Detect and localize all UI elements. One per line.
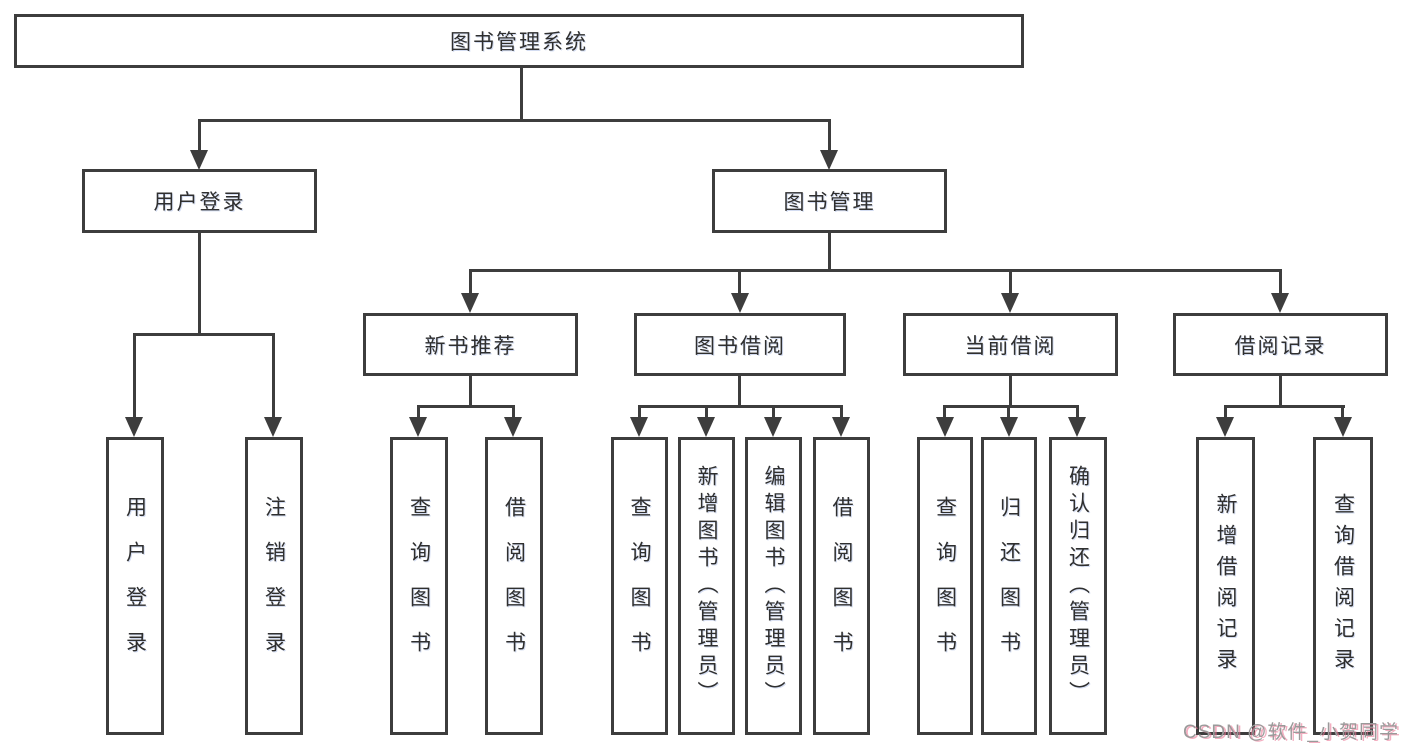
arrowhead-down-icon [1001, 293, 1019, 313]
node-borrow-records: 借阅记录 [1173, 313, 1388, 376]
arrowhead-down-icon [125, 417, 143, 437]
arrowhead-down-icon [264, 417, 282, 437]
arrowhead-down-icon [820, 150, 838, 170]
connector-stub [638, 405, 641, 419]
connector-stub [1224, 405, 1227, 419]
leaf-edit-books-admin: 编辑图书（管理员） [745, 437, 802, 735]
leaf-label: 注销登录 [262, 496, 286, 676]
node-user-login: 用户登录 [82, 169, 317, 233]
connector-stub [133, 333, 136, 419]
node-label: 新书推荐 [424, 334, 517, 358]
arrowhead-down-icon [190, 150, 208, 170]
connector-recommend-stem [469, 374, 472, 407]
connector-bookmgmt-stem [828, 231, 831, 271]
leaf-return-books: 归还图书 [981, 437, 1037, 735]
leaf-label: 用户登录 [123, 496, 147, 676]
arrowhead-down-icon [731, 293, 749, 313]
csdn-watermark: CSDN @软件_小贺同学 [1183, 722, 1399, 743]
node-label: 借阅记录 [1234, 334, 1327, 358]
node-label: 图书借阅 [694, 334, 786, 358]
leaf-add-books-admin: 新增图书（管理员） [678, 437, 735, 735]
connector-stub [417, 405, 420, 419]
leaf-label: 借阅图书 [502, 496, 526, 676]
arrowhead-down-icon [1068, 417, 1086, 437]
connector-records-stem [1279, 374, 1282, 407]
arrowhead-down-icon [1216, 417, 1234, 437]
leaf-label: 查询图书 [407, 496, 431, 676]
leaf-query-borrow-record: 查询借阅记录 [1313, 437, 1373, 735]
connector-stub [512, 405, 515, 419]
leaf-label: 编辑图书（管理员） [762, 464, 785, 708]
arrowhead-down-icon [409, 417, 427, 437]
connector-stub [1279, 269, 1282, 295]
connector-root-stem [520, 66, 523, 121]
arrowhead-down-icon [630, 417, 648, 437]
node-root-library-system: 图书管理系统 [14, 14, 1024, 68]
leaf-label: 借阅图书 [830, 496, 853, 676]
leaf-confirm-return-admin: 确认归还（管理员） [1049, 437, 1107, 735]
arrowhead-down-icon [697, 417, 715, 437]
connector-stub [828, 119, 831, 151]
connector-bookmgmt-hbar [469, 269, 1282, 272]
node-label: 用户登录 [153, 191, 246, 214]
leaf-query-books-current: 查询图书 [917, 437, 973, 735]
leaf-label: 归还图书 [997, 496, 1021, 676]
connector-stub [272, 333, 275, 419]
leaf-query-books-recommend: 查询图书 [390, 437, 448, 735]
leaf-query-books-borrow: 查询图书 [611, 437, 668, 735]
connector-records-hbar [1224, 405, 1345, 408]
leaf-user-login: 用户登录 [106, 437, 164, 735]
arrowhead-down-icon [461, 293, 479, 313]
connector-userlogin-hbar [133, 333, 275, 336]
connector-stub [469, 269, 472, 295]
leaf-label: 查询借阅记录 [1331, 493, 1355, 679]
connector-stub [840, 405, 843, 419]
connector-userlogin-stem [198, 231, 201, 335]
connector-stub [1007, 405, 1010, 419]
connector-stub [738, 269, 741, 295]
node-book-management: 图书管理 [712, 169, 947, 233]
connector-root-hbar [198, 119, 831, 122]
arrowhead-down-icon [1271, 293, 1289, 313]
connector-stub [198, 119, 201, 151]
leaf-label: 新增借阅记录 [1214, 493, 1237, 679]
node-label: 图书管理 [783, 191, 876, 214]
leaf-logout: 注销登录 [245, 437, 303, 735]
connector-stub [943, 405, 946, 419]
leaf-label: 新增图书（管理员） [695, 464, 718, 708]
leaf-borrow-books: 借阅图书 [813, 437, 870, 735]
arrowhead-down-icon [936, 417, 954, 437]
leaf-label: 查询图书 [933, 496, 957, 676]
node-label: 当前借阅 [964, 334, 1057, 358]
node-current-borrow: 当前借阅 [903, 313, 1118, 376]
connector-stub [1009, 269, 1012, 295]
connector-borrow-hbar [638, 405, 843, 408]
connector-stub [772, 405, 775, 419]
arrowhead-down-icon [504, 417, 522, 437]
leaf-add-borrow-record: 新增借阅记录 [1196, 437, 1255, 735]
connector-current-stem [1009, 374, 1012, 407]
connector-stub [705, 405, 708, 419]
connector-recommend-hbar [417, 405, 515, 408]
leaf-label: 查询图书 [628, 496, 651, 676]
arrowhead-down-icon [1334, 417, 1352, 437]
leaf-borrow-books-recommend: 借阅图书 [485, 437, 543, 735]
arrowhead-down-icon [764, 417, 782, 437]
connector-current-hbar [943, 405, 1079, 408]
node-label: 图书管理系统 [450, 31, 588, 54]
leaf-label: 确认归还（管理员） [1066, 464, 1090, 708]
connector-stub [1341, 405, 1344, 419]
node-book-borrow: 图书借阅 [634, 313, 846, 376]
connector-stub [1076, 405, 1079, 419]
connector-borrow-stem [738, 374, 741, 407]
arrowhead-down-icon [1000, 417, 1018, 437]
node-new-book-recommend: 新书推荐 [363, 313, 578, 376]
arrowhead-down-icon [832, 417, 850, 437]
